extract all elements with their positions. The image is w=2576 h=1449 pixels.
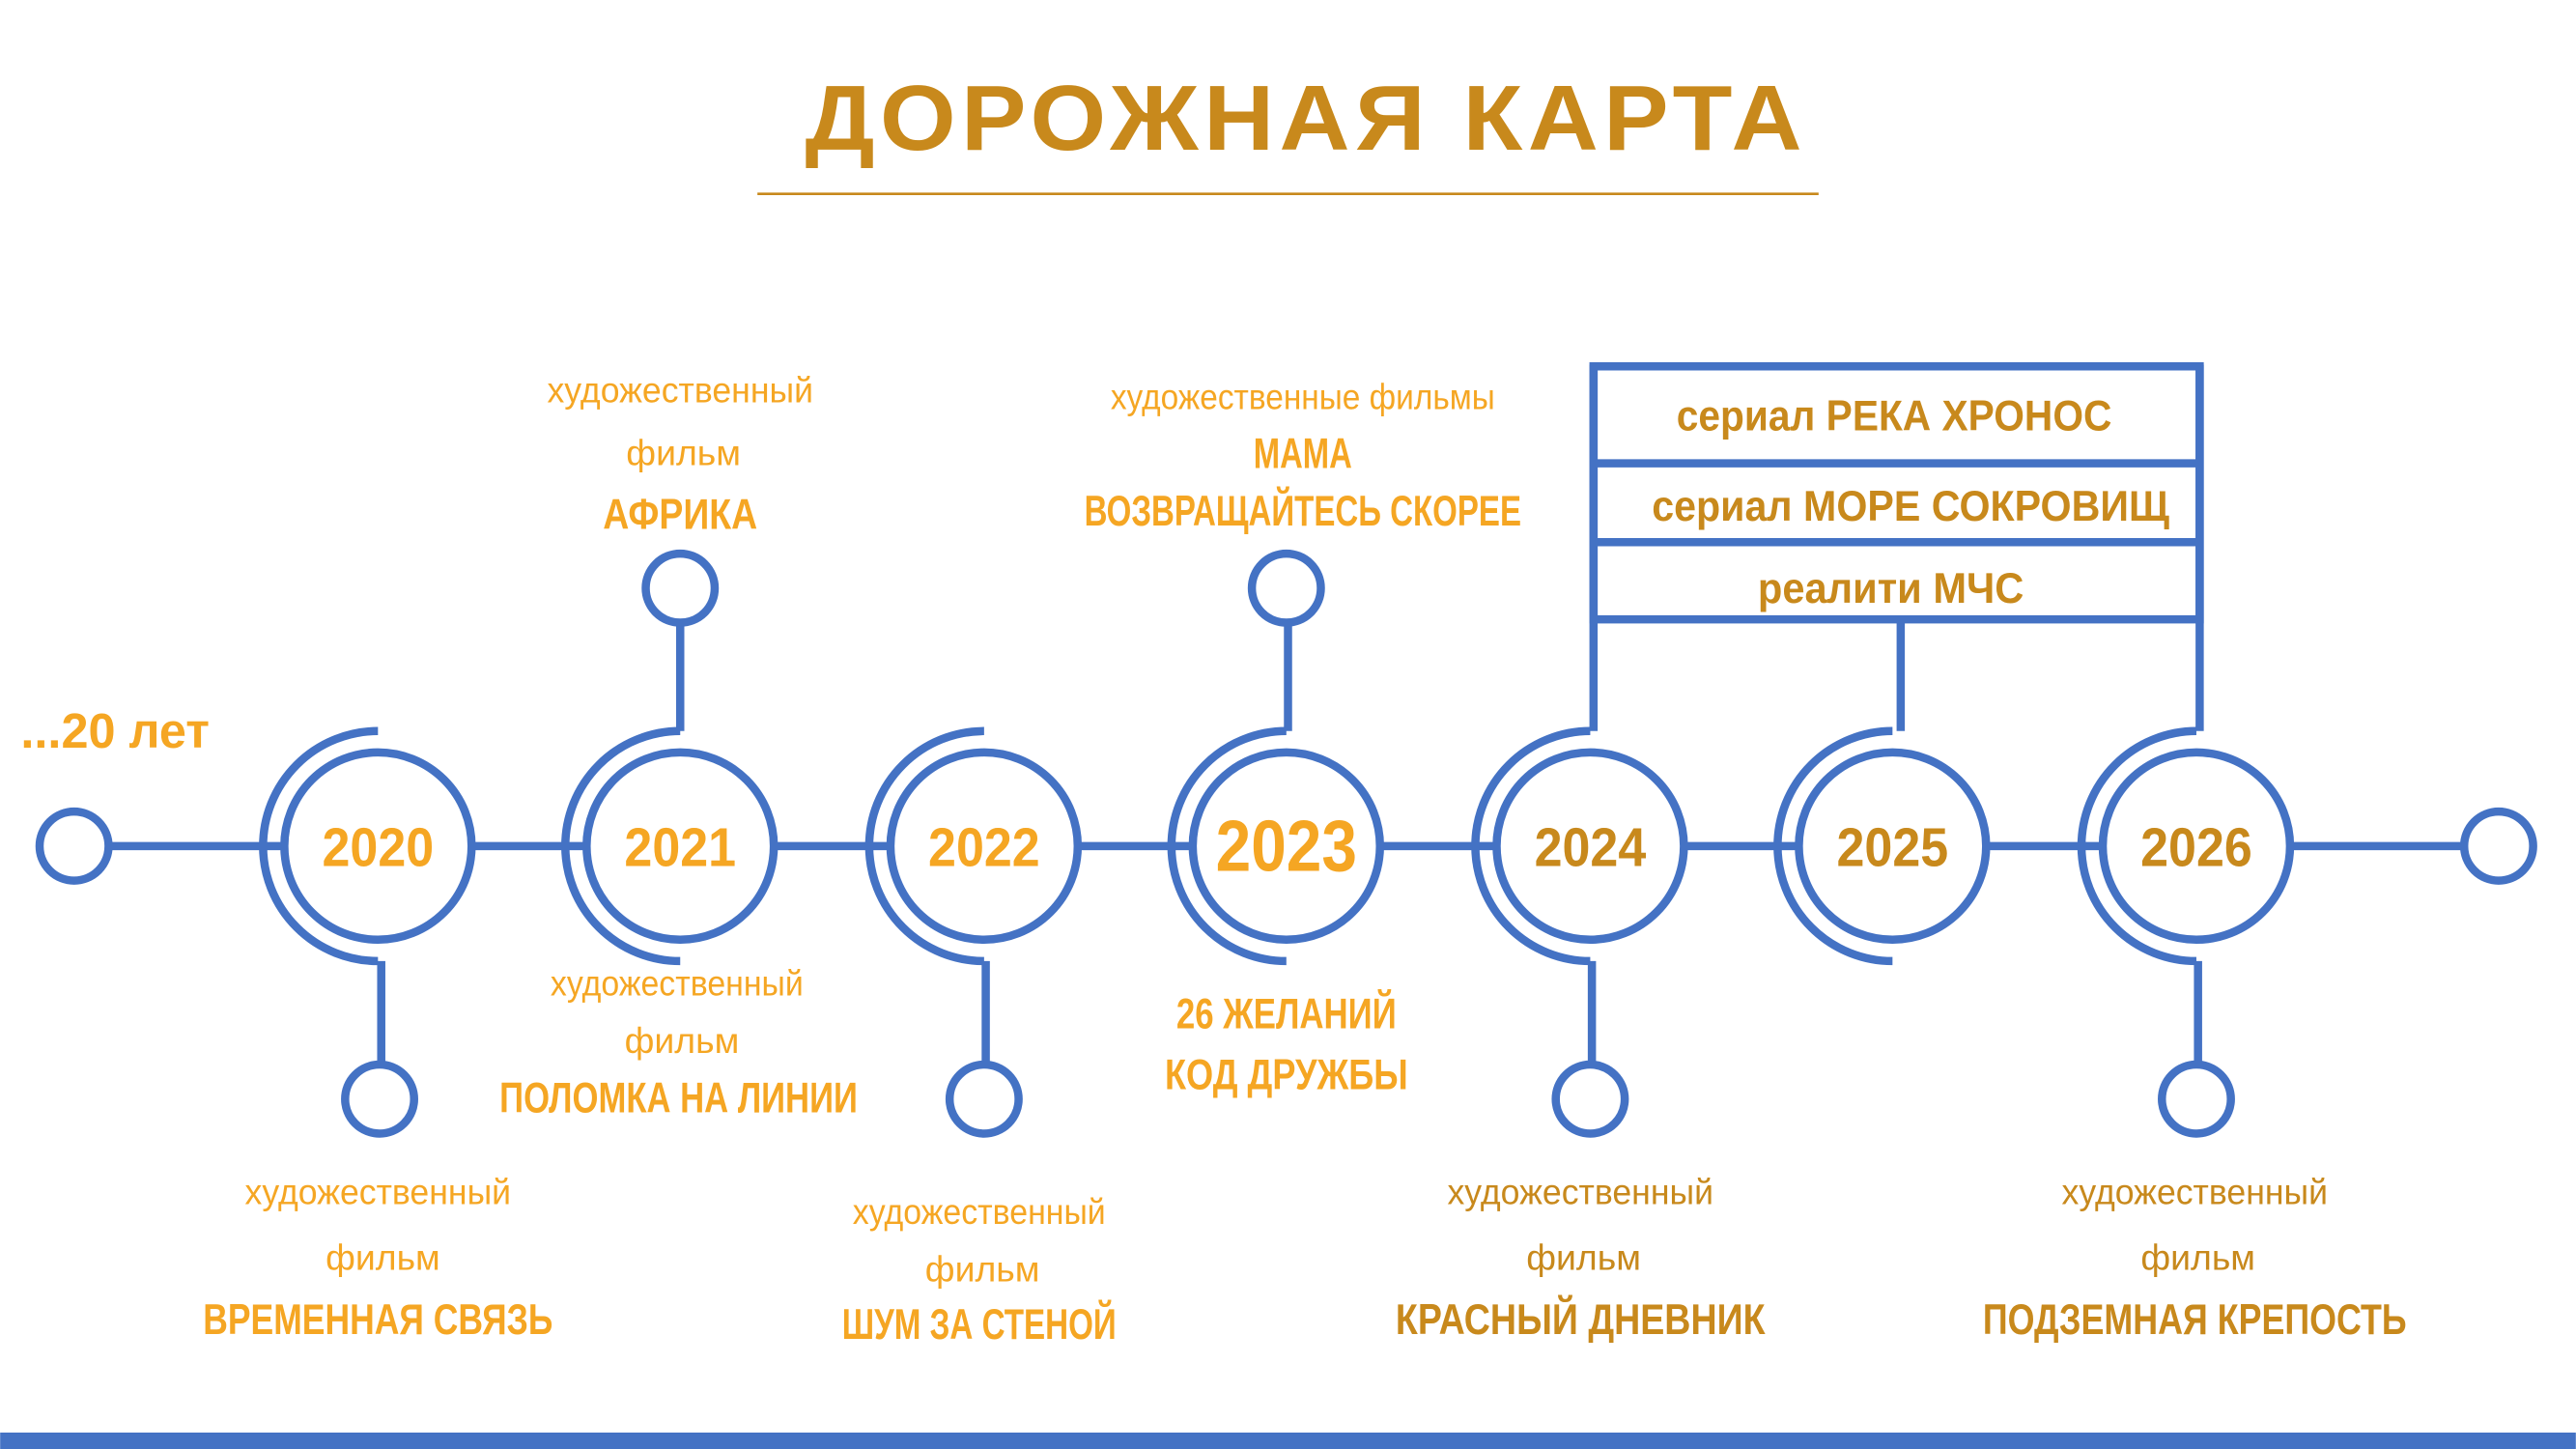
event-type: художественный <box>245 1172 512 1212</box>
page-title: ДОРОЖНАЯ КАРТА <box>806 68 1807 170</box>
year-node-2022: 2022 <box>864 726 1083 966</box>
project-item: сериал МОРЕ СОКРОВИЩ <box>1652 483 2169 530</box>
year-circle <box>1188 748 1384 945</box>
event-title: МАМА <box>1254 431 1352 478</box>
event-title: АФРИКА <box>603 492 757 539</box>
year-arc <box>1167 726 1287 966</box>
year-arc <box>2077 726 2196 966</box>
event-title: КОД ДРУЖБЫ <box>1165 1052 1408 1099</box>
event-type: фильм <box>2140 1237 2255 1278</box>
project-item: сериал РЕКА ХРОНОС <box>1677 393 2112 440</box>
event-type: художественный <box>551 963 804 1004</box>
timeline-end-node <box>2459 807 2537 885</box>
event-type: фильм <box>326 1237 440 1278</box>
year-arc <box>1773 726 1893 966</box>
event-type: фильм <box>625 1020 740 1061</box>
projects-box: сериал РЕКА ХРОНОС сериал МОРЕ СОКРОВИЩ … <box>1589 362 2204 624</box>
event-type: художественный <box>2062 1172 2329 1212</box>
event-title: КРАСНЫЙ ДНЕВНИК <box>1396 1294 1767 1344</box>
event-title: 26 ЖЕЛАНИЙ <box>1176 989 1397 1038</box>
year-arc <box>1471 726 1591 966</box>
year-label: 2021 <box>624 816 736 877</box>
year-circle <box>582 748 778 945</box>
year-node-2021: 2021 <box>560 726 778 966</box>
event-title: ПОЛОМКА НА ЛИНИИ <box>499 1074 858 1122</box>
intro-label: ...20 лет <box>20 703 210 758</box>
year-arc <box>259 726 379 966</box>
event-title: ПОДЗЕМНАЯ КРЕПОСТЬ <box>1983 1296 2407 1344</box>
year-arc <box>864 726 984 966</box>
event-2026: художественный фильм ПОДЗЕМНАЯ КРЕПОСТЬ <box>1983 1172 2407 1344</box>
year-node-2024: 2024 <box>1471 726 1688 966</box>
year-node-2020: 2020 <box>259 726 476 966</box>
event-type: фильм <box>626 432 741 472</box>
event-type: художественный <box>1447 1172 1713 1212</box>
event-type: фильм <box>925 1249 1040 1290</box>
event-2024: художественный фильм КРАСНЫЙ ДНЕВНИК <box>1396 1172 1767 1344</box>
year-node-2025: 2025 <box>1773 726 1991 966</box>
year-circle <box>280 748 476 945</box>
timeline-start-node <box>35 807 113 885</box>
year-label: 2025 <box>1837 816 1949 877</box>
event-2021-top: художественный фильм АФРИКА <box>547 370 813 539</box>
event-title: ВРЕМЕННАЯ СВЯЗЬ <box>203 1296 552 1344</box>
bottom-band <box>0 1432 2576 1449</box>
year-circle <box>2098 748 2295 945</box>
event-type: художественные фильмы <box>1111 376 1495 416</box>
year-arc <box>560 726 681 966</box>
event-type: художественный <box>547 370 813 411</box>
year-circle <box>1795 748 1991 945</box>
event-2023-top: художественные фильмы МАМА ВОЗВРАЩАЙТЕСЬ… <box>1085 376 1521 535</box>
event-title: ВОЗВРАЩАЙТЕСЬ СКОРЕЕ <box>1085 486 1521 535</box>
project-item: реалити МЧС <box>1758 565 2024 612</box>
year-label: 2022 <box>928 816 1040 877</box>
year-label: 2024 <box>1535 816 1647 877</box>
year-node-2023: 2023 <box>1167 726 1384 966</box>
event-title: ШУМ ЗА СТЕНОЙ <box>842 1299 1117 1349</box>
event-type: художественный <box>853 1191 1106 1232</box>
year-label: 2020 <box>322 816 434 877</box>
year-node-2026: 2026 <box>2077 726 2295 966</box>
event-2021-bottom: художественный фильм ПОЛОМКА НА ЛИНИИ <box>499 963 858 1122</box>
year-label: 2023 <box>1216 805 1357 886</box>
event-2022: художественный фильм ШУМ ЗА СТЕНОЙ <box>842 1191 1117 1349</box>
event-type: фильм <box>1526 1237 1641 1278</box>
year-circle <box>886 748 1083 945</box>
event-2020: художественный фильм ВРЕМЕННАЯ СВЯЗЬ <box>203 1172 552 1344</box>
year-circle <box>1492 748 1688 945</box>
year-label: 2026 <box>2140 816 2252 877</box>
event-2023-bottom: 26 ЖЕЛАНИЙ КОД ДРУЖБЫ <box>1165 989 1408 1099</box>
